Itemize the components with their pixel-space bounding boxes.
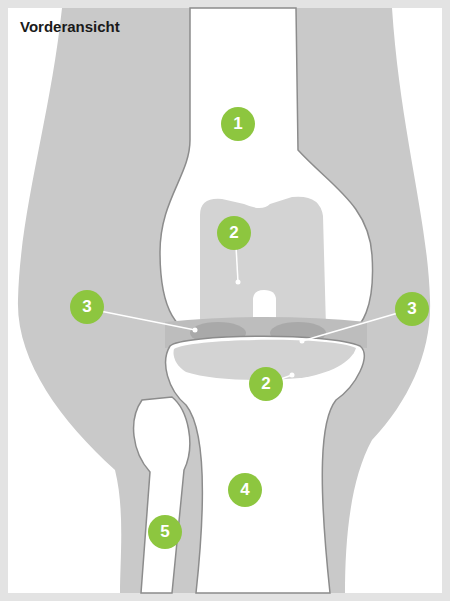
callout-number: 2 xyxy=(217,216,251,250)
leader-line xyxy=(100,311,195,330)
callout-number: 3 xyxy=(395,292,429,326)
leader-dot xyxy=(193,328,198,333)
fibula xyxy=(134,397,190,593)
callout-number: 5 xyxy=(148,515,182,549)
leader-dot xyxy=(236,280,241,285)
callout-number: 4 xyxy=(228,473,262,507)
femur xyxy=(160,8,373,338)
view-title: Vorderansicht xyxy=(20,18,120,35)
callout-number: 3 xyxy=(70,290,104,324)
leader-line xyxy=(236,246,238,282)
background xyxy=(8,8,442,593)
leg-silhouette xyxy=(18,8,430,593)
leader-dot xyxy=(290,373,295,378)
leader-dot xyxy=(300,339,305,344)
tibia xyxy=(166,336,364,593)
callout-number: 2 xyxy=(249,367,283,401)
leader-line xyxy=(302,313,398,341)
callout-number: 1 xyxy=(221,107,255,141)
